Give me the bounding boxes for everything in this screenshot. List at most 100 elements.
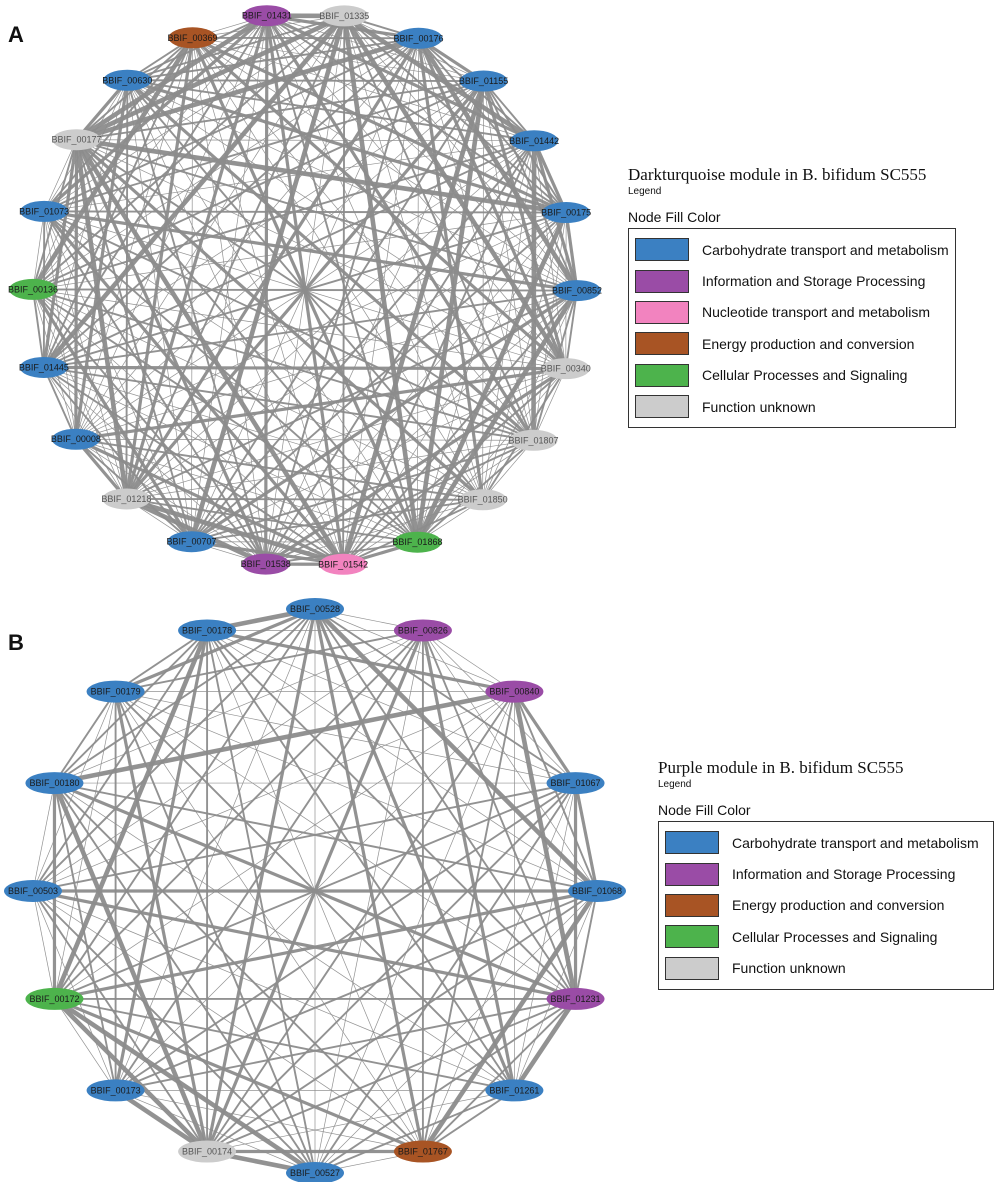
network-edge xyxy=(75,13,269,142)
network-edge xyxy=(314,608,577,784)
network-edge xyxy=(124,15,269,500)
node-label: BBIF_01155 xyxy=(459,76,508,86)
network-node[interactable]: BBIF_00503 xyxy=(4,880,62,902)
network-node[interactable]: BBIF_01155 xyxy=(459,70,508,92)
network-node[interactable]: BBIF_01442 xyxy=(509,130,559,152)
network-edge xyxy=(42,367,77,440)
legend-label: Carbohydrate transport and metabolism xyxy=(702,241,949,258)
network-node[interactable]: BBIF_01231 xyxy=(546,987,605,1010)
node-ellipse xyxy=(568,880,626,902)
network-node[interactable]: BBIF_00340 xyxy=(541,358,591,380)
network-node[interactable]: BBIF_00173 xyxy=(86,1079,145,1102)
node-ellipse xyxy=(552,280,601,302)
network-node[interactable]: BBIF_01068 xyxy=(568,880,626,902)
network-node[interactable]: BBIF_00176 xyxy=(394,27,444,49)
network-node[interactable]: BBIF_00172 xyxy=(25,987,84,1010)
network-node[interactable]: BBIF_01445 xyxy=(19,356,69,378)
network-node[interactable]: BBIF_00136 xyxy=(8,278,58,300)
node-ellipse xyxy=(320,5,369,27)
network-edge xyxy=(43,211,483,501)
network-edge xyxy=(42,139,79,368)
node-ellipse xyxy=(102,488,151,510)
network-node[interactable]: BBIF_01335 xyxy=(319,5,369,27)
node-label: BBIF_00176 xyxy=(394,33,444,43)
legend-item: Function unknown xyxy=(665,953,987,984)
node-ellipse xyxy=(241,553,290,575)
panel-letter-b: B xyxy=(8,630,24,655)
network-edge xyxy=(191,36,567,370)
network-node[interactable]: BBIF_01850 xyxy=(458,489,508,511)
network-node[interactable]: BBIF_00175 xyxy=(541,202,591,224)
network-edge xyxy=(191,15,268,542)
network-edge xyxy=(114,630,209,1091)
network-node[interactable]: BBIF_01218 xyxy=(101,488,151,510)
network-node[interactable]: BBIF_01868 xyxy=(392,531,442,553)
network-edge xyxy=(53,997,424,1154)
network-edge xyxy=(75,79,129,141)
network-node[interactable]: BBIF_00177 xyxy=(51,129,102,151)
network-edge xyxy=(127,79,484,83)
node-ellipse xyxy=(509,429,558,451)
network-edge xyxy=(266,15,578,291)
network-node[interactable]: BBIF_00852 xyxy=(552,280,602,302)
network-node[interactable]: BBIF_00528 xyxy=(286,598,344,620)
network-edge xyxy=(313,608,425,1152)
network-node[interactable]: BBIF_00527 xyxy=(286,1162,344,1182)
node-label: BBIF_01218 xyxy=(101,494,151,504)
network-edge xyxy=(43,211,192,542)
network-node[interactable]: BBIF_01067 xyxy=(546,772,605,795)
network-node[interactable]: BBIF_00180 xyxy=(25,772,84,795)
network-edge xyxy=(482,440,534,500)
node-label: BBIF_00172 xyxy=(29,994,79,1004)
network-node[interactable]: BBIF_00178 xyxy=(178,619,237,642)
node-ellipse xyxy=(242,5,291,27)
network-edge xyxy=(342,15,420,543)
network-edge xyxy=(74,138,346,566)
node-label: BBIF_01767 xyxy=(398,1147,448,1157)
edges xyxy=(32,606,599,1176)
network-edge xyxy=(264,15,269,565)
network-edge xyxy=(115,1090,316,1174)
network-node[interactable]: BBIF_00630 xyxy=(102,69,152,91)
node-ellipse xyxy=(178,1140,237,1163)
network-node[interactable]: BBIF_01767 xyxy=(393,1140,452,1163)
network-node[interactable]: BBIF_01261 xyxy=(485,1079,544,1102)
network-node[interactable]: BBIF_01542 xyxy=(318,553,368,575)
network-node[interactable]: BBIF_01807 xyxy=(508,429,559,451)
network-node[interactable]: BBIF_01538 xyxy=(241,553,291,575)
network-edge xyxy=(125,496,344,567)
node-label: BBIF_00503 xyxy=(8,886,58,896)
network-edge xyxy=(54,998,116,1091)
node-label: BBIF_01445 xyxy=(19,362,69,372)
network-edge xyxy=(75,139,193,542)
legend-item: Carbohydrate transport and metabolism xyxy=(665,827,987,858)
network-edge xyxy=(32,629,208,892)
network-edge xyxy=(75,139,419,543)
network-node[interactable]: BBIF_01431 xyxy=(242,5,292,27)
network-node[interactable]: BBIF_00179 xyxy=(86,680,145,703)
network-edge xyxy=(75,15,268,440)
legend-title: Purple module in B. bifidum SC555 xyxy=(658,758,904,777)
node-label: BBIF_00180 xyxy=(29,778,79,788)
network-edge xyxy=(206,629,516,1091)
network-edge xyxy=(32,288,418,544)
node-ellipse xyxy=(319,553,368,575)
network-node[interactable]: BBIF_00008 xyxy=(51,428,101,450)
node-ellipse xyxy=(541,358,590,380)
network-edge xyxy=(43,210,267,565)
network-edge xyxy=(314,998,577,1174)
network-edge xyxy=(43,80,484,368)
network-node[interactable]: BBIF_00174 xyxy=(178,1140,237,1163)
network-edge xyxy=(115,629,424,693)
network-node[interactable]: BBIF_00369 xyxy=(168,27,218,49)
node-ellipse xyxy=(546,772,605,795)
network-edge xyxy=(74,80,129,440)
network-node[interactable]: BBIF_00840 xyxy=(485,680,544,703)
edges xyxy=(31,13,579,567)
network-node[interactable]: BBIF_00707 xyxy=(166,531,216,553)
network-edge xyxy=(75,290,578,440)
network-node[interactable]: BBIF_00826 xyxy=(393,619,452,642)
network-node[interactable]: BBIF_01073 xyxy=(19,200,69,222)
network-edge xyxy=(482,290,578,500)
network-edge xyxy=(53,608,316,784)
